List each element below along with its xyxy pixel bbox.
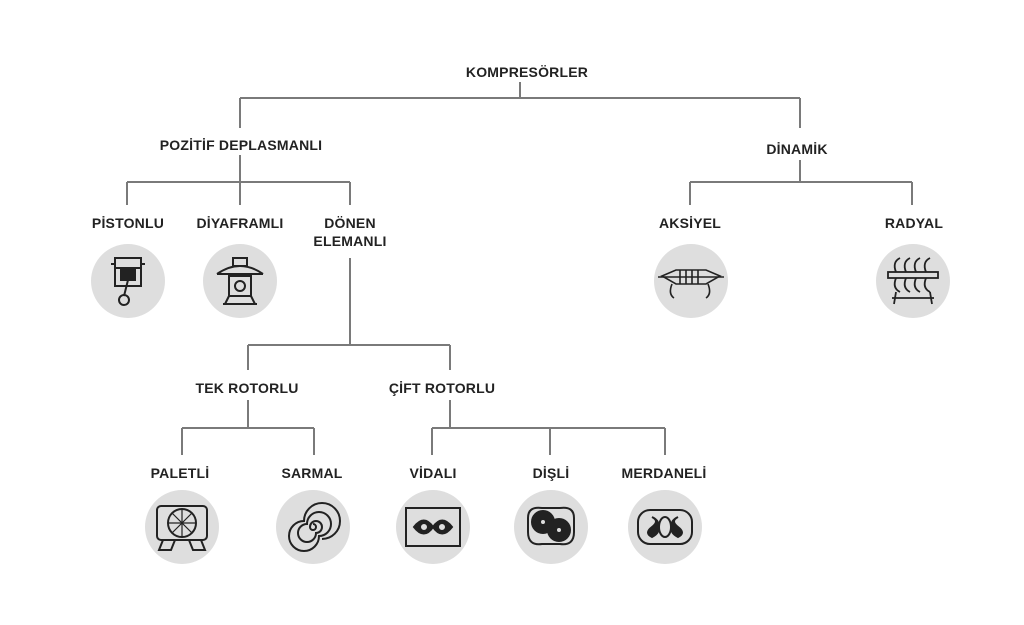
single-rotor-label: TEK ROTORLU bbox=[195, 380, 299, 396]
screw-label: VİDALI bbox=[409, 465, 457, 481]
piston-label: PİSTONLU bbox=[91, 215, 165, 231]
rotating-element-label: DÖNEN ELEMANLI bbox=[313, 215, 387, 249]
diaphragm-compressor-icon bbox=[203, 244, 277, 318]
screw-compressor-icon bbox=[396, 490, 470, 564]
radial-compressor-icon bbox=[876, 244, 950, 318]
lobe-label: MERDANELİ bbox=[621, 465, 707, 481]
gear-compressor-icon bbox=[514, 490, 588, 564]
positive-displacement-label: POZİTİF DEPLASMANLI bbox=[159, 137, 323, 153]
axial-compressor-icon bbox=[654, 244, 728, 318]
twin-rotor-label: ÇİFT ROTORLU bbox=[388, 380, 496, 396]
axial-label: AKSİYEL bbox=[658, 215, 722, 231]
scroll-label: SARMAL bbox=[281, 465, 343, 481]
scroll-compressor-icon bbox=[276, 490, 350, 564]
root-label: KOMPRESÖRLER bbox=[465, 64, 589, 80]
vane-label: PALETLİ bbox=[150, 465, 210, 481]
gear-label: DİŞLİ bbox=[532, 465, 570, 481]
piston-compressor-icon bbox=[91, 244, 165, 318]
dynamic-label: DİNAMİK bbox=[766, 141, 828, 157]
radial-label: RADYAL bbox=[884, 215, 944, 231]
diaphragm-label: DİYAFRAMLI bbox=[196, 215, 284, 231]
lobe-compressor-icon bbox=[628, 490, 702, 564]
vane-compressor-icon bbox=[145, 490, 219, 564]
